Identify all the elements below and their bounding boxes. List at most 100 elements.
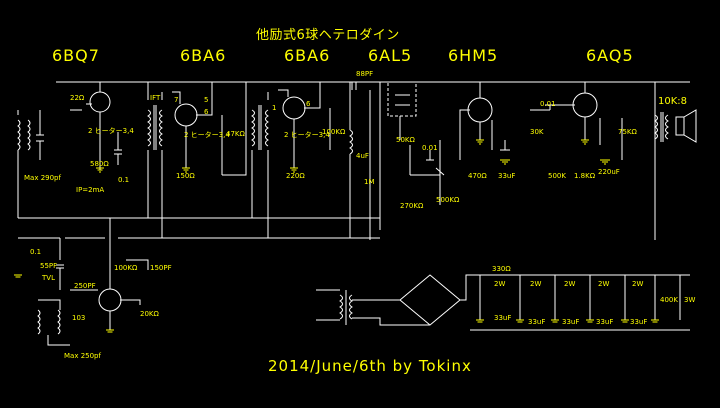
c88pf	[351, 82, 357, 90]
tube-6ba6-1	[174, 103, 198, 127]
label-c33uf-f: 33uF	[630, 318, 648, 326]
label-w2b: 2W	[530, 280, 542, 288]
label-pin5: 5	[204, 96, 209, 104]
label-c55pf: 55PF	[40, 262, 58, 270]
tube-label-6ba6-1: 6BA6	[180, 46, 227, 65]
label-c01a: 0.1	[118, 176, 130, 184]
ift1-coil-a	[147, 109, 151, 147]
label-r30k: 30K	[530, 128, 544, 136]
input-coil	[17, 110, 21, 218]
label-r20k: 20KΩ	[140, 310, 159, 318]
ground-icon	[96, 167, 104, 173]
label-c33uf-e: 33uF	[596, 318, 614, 326]
label-c33uf-a: 33uF	[498, 172, 516, 180]
label-tvl: TVL	[42, 274, 55, 282]
ground-icon	[290, 167, 298, 173]
ground-icon	[651, 319, 659, 323]
label-c88pf: 88PF	[356, 70, 374, 78]
tube-6ba6-1-wires	[172, 82, 213, 168]
label-r330: 330Ω	[492, 265, 511, 273]
label-r22: 22Ω	[70, 94, 85, 102]
label-r150: 150Ω	[176, 172, 195, 180]
label-r580: 580Ω	[90, 160, 109, 168]
label-w3: 3W	[684, 296, 696, 304]
label-r220: 220Ω	[286, 172, 305, 180]
label-r47k: 47KΩ	[226, 130, 245, 138]
label-pin1: 1	[272, 104, 277, 112]
ground-icon	[106, 329, 114, 333]
speaker	[675, 109, 697, 143]
label-pin6a: 6	[204, 108, 209, 116]
ground-icon	[500, 159, 510, 165]
filter-ladder	[470, 82, 690, 331]
tube-6bq7-wires	[70, 82, 101, 140]
label-heater2: 2 ヒーター3,4	[184, 131, 230, 139]
label-c4uf: 4uF	[356, 152, 369, 160]
ift2-coil-b	[265, 109, 269, 147]
label-r50k: 50KΩ	[396, 136, 415, 144]
ground-icon	[581, 139, 589, 145]
label-max250: Max 250pf	[64, 352, 101, 360]
ift2-core	[258, 105, 262, 150]
label-r100k-a: 100KΩ	[322, 128, 346, 136]
label-w2a: 2W	[494, 280, 506, 288]
ground-icon	[516, 319, 524, 323]
label-c220uf: 220uF	[598, 168, 620, 176]
label-c001b: 0.01	[540, 100, 556, 108]
label-c33uf-c: 33uF	[528, 318, 546, 326]
label-ip: IP=2mA	[76, 186, 105, 194]
tube-label-6hm5: 6HM5	[448, 46, 499, 65]
ground-icon	[621, 319, 629, 323]
label-pin7: 7	[174, 96, 179, 104]
tube-6aq5-wires	[530, 82, 623, 160]
tube-oscillator	[98, 288, 122, 312]
ground-icon	[14, 274, 22, 278]
diagram-title: 他励式6球ヘテロダイン	[256, 28, 400, 43]
label-r500k-vr: 500KΩ	[436, 196, 460, 204]
power-transformer	[316, 289, 353, 325]
label-c250pf: 250PF	[74, 282, 96, 290]
label-max290: Max 290pf	[24, 174, 61, 182]
label-c103: 103	[72, 314, 86, 322]
label-r18k: 1.8KΩ	[574, 172, 596, 180]
detector-coil	[349, 82, 353, 238]
ift1-coil-b	[159, 109, 163, 147]
tube-6hm5-wires	[459, 82, 510, 160]
tube-label-6bq7: 6BQ7	[52, 46, 100, 65]
output-transformer	[654, 82, 669, 142]
label-c150pf: 150PF	[150, 264, 172, 272]
tube-6aq5	[572, 92, 598, 118]
label-heater1: 2 ヒーター3,4	[88, 127, 134, 135]
label-r1m: 1M	[364, 178, 375, 186]
ift2-wires	[251, 92, 269, 238]
label-r100k-b: 100KΩ	[114, 264, 138, 272]
tube-6ba6-2-wires	[278, 82, 331, 168]
tube-label-6ba6-2: 6BA6	[284, 46, 331, 65]
bridge-rectifier	[352, 274, 690, 326]
label-ratio: 10K:8	[658, 96, 688, 107]
label-c33uf-b: 33uF	[494, 314, 512, 322]
ground-icon	[586, 319, 594, 323]
label-r500k: 500K	[548, 172, 566, 180]
label-r75k: 75KΩ	[618, 128, 637, 136]
label-w2c: 2W	[564, 280, 576, 288]
input-coil2	[27, 119, 31, 151]
ift1-core	[153, 105, 157, 150]
label-c33uf-d: 33uF	[562, 318, 580, 326]
ground-icon	[600, 159, 610, 165]
label-ift: IFT	[150, 94, 161, 102]
ift1-wires	[147, 82, 163, 238]
ground-icon	[551, 319, 559, 323]
ground-icon	[476, 139, 484, 145]
osc-wires	[56, 218, 149, 330]
ground-icon	[476, 319, 484, 323]
c01a-wire	[114, 132, 122, 165]
tube-6bq7	[89, 91, 111, 113]
r47k-wire	[221, 82, 247, 176]
label-heater3: 2 ヒーター3,4	[284, 131, 330, 139]
osc-coil	[37, 299, 70, 346]
tube-label-6al5: 6AL5	[368, 46, 413, 65]
label-r470: 470Ω	[468, 172, 487, 180]
label-r400k: 400K	[660, 296, 678, 304]
